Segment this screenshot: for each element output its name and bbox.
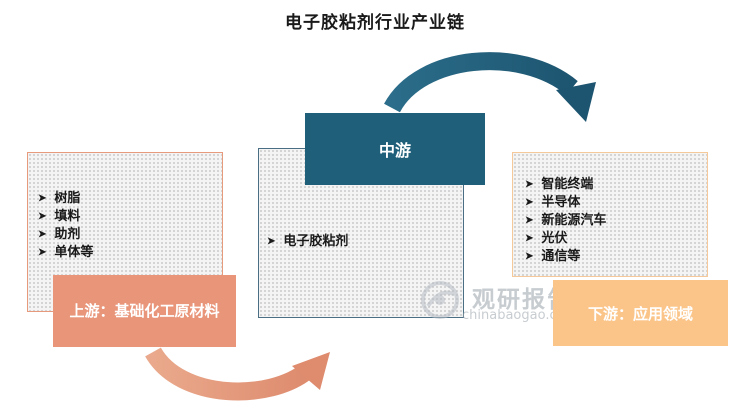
list-item: ➤单体等: [38, 245, 94, 260]
list-item: ➤通信等: [525, 249, 581, 264]
arrow-bullet-icon: ➤: [525, 197, 534, 208]
upstream-label: 上游：基础化工原材料: [53, 275, 236, 347]
watermark-logo-icon: [421, 281, 459, 319]
arrow-bullet-icon: ➤: [38, 193, 47, 204]
arrow-bullet-icon: ➤: [525, 251, 534, 262]
list-item: ➤电子胶粘剂: [267, 234, 349, 249]
arrow-bullet-icon: ➤: [525, 179, 534, 190]
list-item: ➤光伏: [525, 231, 568, 246]
downstream-box: ➤智能终端 ➤半导体 ➤新能源汽车 ➤光伏 ➤通信等: [512, 152, 708, 277]
midstream-label: 中游: [305, 113, 485, 185]
list-item: ➤助剂: [38, 227, 81, 242]
arrow-mid-to-down: [384, 52, 578, 113]
downstream-list: ➤智能终端 ➤半导体 ➤新能源汽车 ➤光伏 ➤通信等: [525, 176, 606, 266]
arrow-bullet-icon: ➤: [38, 211, 47, 222]
list-item: ➤半导体: [525, 195, 581, 210]
arrow-head-bottom: [292, 352, 330, 390]
arrow-bullet-icon: ➤: [525, 215, 534, 226]
watermark-url: chinabaogao.com: [462, 308, 578, 323]
arrow-bullet-icon: ➤: [38, 247, 47, 258]
list-item: ➤新能源汽车: [525, 213, 607, 228]
upstream-list: ➤树脂 ➤填料 ➤助剂 ➤单体等: [38, 190, 93, 262]
arrow-up-to-mid: [145, 346, 314, 401]
list-item: ➤树脂: [38, 191, 81, 206]
arrow-head-top: [556, 82, 596, 122]
arrow-bullet-icon: ➤: [267, 236, 276, 247]
list-item: ➤填料: [38, 209, 81, 224]
arrow-bullet-icon: ➤: [38, 229, 47, 240]
arrow-bullet-icon: ➤: [525, 233, 534, 244]
downstream-label: 下游：应用领域: [553, 280, 728, 346]
page-title: 电子胶粘剂行业产业链: [285, 13, 465, 33]
midstream-list: ➤电子胶粘剂: [267, 233, 348, 251]
list-item: ➤智能终端: [525, 177, 594, 192]
